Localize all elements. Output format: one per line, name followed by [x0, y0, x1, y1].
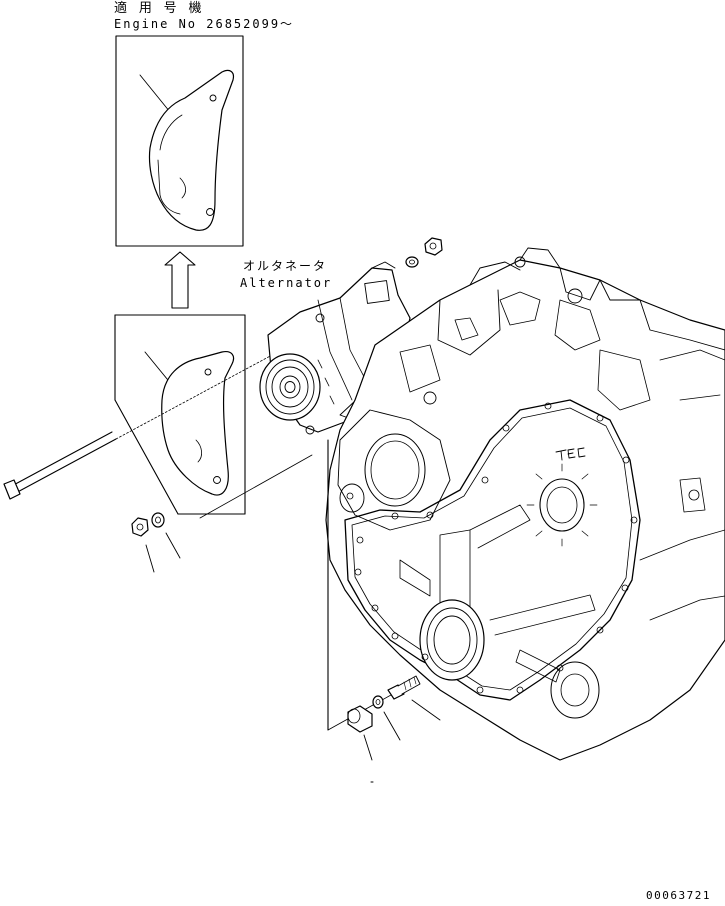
- figure-id: 00063721: [646, 889, 711, 902]
- leader-line: [363, 734, 373, 761]
- leader-line: [139, 74, 171, 113]
- leader-line: [145, 544, 155, 573]
- belt-cover-new: [148, 69, 235, 231]
- applicability-title: 適 用 号 機: [114, 1, 204, 16]
- washer: [151, 512, 181, 559]
- top-nut-washer: [405, 237, 443, 268]
- engine-block: [325, 247, 725, 761]
- spacer: [347, 705, 373, 761]
- leader-line: [165, 532, 181, 559]
- alternator-label-en: Alternator: [240, 276, 333, 290]
- leader-line: [411, 699, 441, 721]
- cover-mount-fasteners: [327, 439, 441, 783]
- nut: [131, 517, 155, 573]
- detail-box-new-cover: [115, 35, 244, 247]
- detail-box-old-cover: [114, 314, 246, 515]
- cover-bolt: [387, 675, 441, 721]
- up-arrow-icon: [164, 251, 196, 309]
- belt-cover-old: [161, 351, 235, 496]
- engine-number-label: Engine No 26852099～: [114, 17, 295, 31]
- leader-line: [383, 711, 401, 741]
- washer-lower: [372, 695, 401, 741]
- alternator-pulley: [259, 353, 321, 421]
- alternator-label-jp: オルタネータ: [243, 259, 328, 273]
